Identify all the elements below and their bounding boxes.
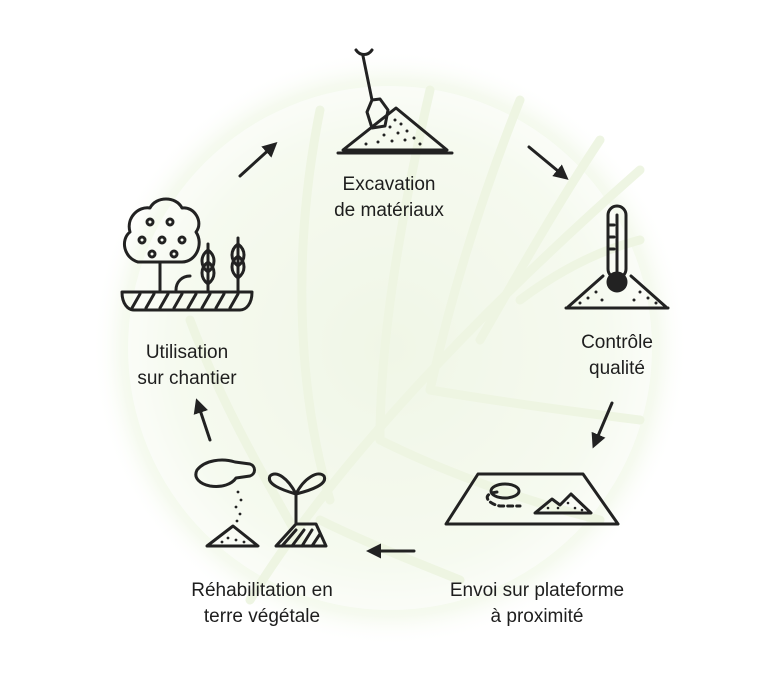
step-label-line: qualité [589, 358, 645, 379]
cycle-arrows [193, 141, 614, 559]
platform-map-icon [444, 472, 620, 526]
tree-wheat-ground-icon [120, 197, 254, 312]
thermometer-pile-icon [564, 204, 670, 310]
step-label-line: de matériaux [334, 200, 444, 221]
step-label-envoi: Envoi sur plateforme à proximité [421, 578, 653, 630]
step-label-controle: Contrôle qualité [557, 330, 677, 382]
arrow-1 [238, 141, 278, 178]
step-label-rehabilitation: Réhabilitation en terre végétale [156, 578, 368, 630]
step-label-line: à proximité [490, 606, 584, 627]
step-label-line: terre végétale [203, 606, 321, 627]
step-label-utilisation: Utilisation sur chantier [112, 340, 262, 392]
step-label-line: Utilisation [145, 342, 229, 363]
arrow-2 [527, 145, 569, 180]
shovel-soil-pile-icon [336, 48, 454, 155]
step-label-excavation: Excavation de matériaux [314, 172, 464, 224]
step-label-line: Envoi sur plateforme [449, 580, 625, 601]
step-label-line: Contrôle [581, 332, 653, 353]
hand-seeding-sprout-icon [194, 458, 328, 548]
step-label-line: Réhabilitation en [191, 580, 333, 601]
arrow-3 [591, 401, 614, 449]
step-label-line: Excavation [342, 174, 436, 195]
step-label-line: sur chantier [137, 368, 237, 389]
arrow-5 [193, 398, 212, 442]
